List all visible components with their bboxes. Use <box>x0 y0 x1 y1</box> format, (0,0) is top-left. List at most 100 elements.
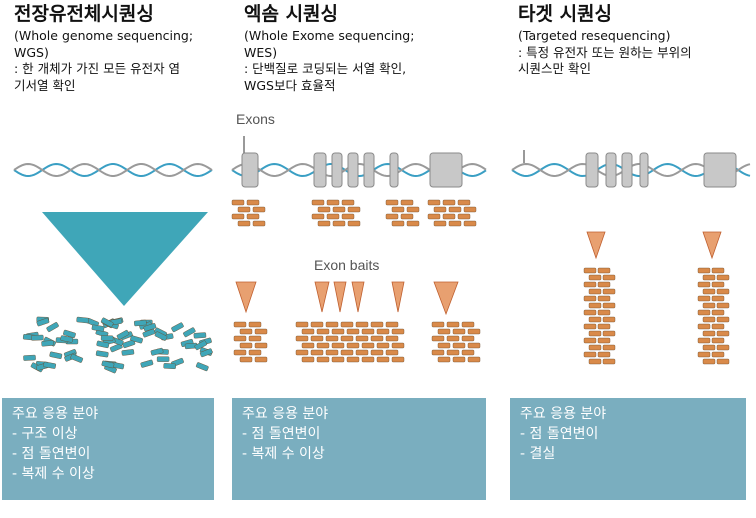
read-fragment <box>698 310 710 315</box>
read-fragment <box>717 359 729 364</box>
applications-box-wgs: 주요 응용 분야 - 구조 이상 - 점 돌연변이 - 복제 수 이상 <box>2 398 214 500</box>
read-fragment <box>362 343 374 348</box>
read-fragment <box>157 357 169 362</box>
bait-triangle <box>587 232 605 258</box>
read-fragment <box>347 329 359 334</box>
applications-heading: 주요 응용 분야 <box>520 404 736 424</box>
read-fragment <box>362 329 374 334</box>
read-fragment <box>712 338 724 343</box>
wgs-funnel-triangle <box>42 212 208 306</box>
read-fragment <box>356 322 368 327</box>
read-fragment <box>377 329 389 334</box>
read-fragment <box>712 310 724 315</box>
exon-block <box>640 153 648 187</box>
read-fragment <box>362 357 374 362</box>
read-fragment <box>449 207 461 212</box>
read-fragment <box>249 350 261 355</box>
application-item: - 복제 수 이상 <box>242 444 476 464</box>
bait-triangle <box>703 232 721 258</box>
read-fragment <box>392 329 404 334</box>
read-fragment <box>41 340 53 346</box>
read-fragment <box>598 310 610 315</box>
exon-block <box>348 153 358 187</box>
application-item: - 점 돌연변이 <box>242 424 476 444</box>
read-fragment <box>377 343 389 348</box>
read-fragment <box>342 200 354 205</box>
read-fragment <box>453 343 465 348</box>
read-fragment <box>341 350 353 355</box>
read-fragment <box>302 357 314 362</box>
read-fragment <box>401 214 413 219</box>
read-fragment <box>348 207 360 212</box>
read-fragment <box>140 360 153 368</box>
read-fragment <box>589 317 601 322</box>
read-fragment <box>603 345 615 350</box>
read-fragment <box>296 350 308 355</box>
read-fragment <box>371 350 383 355</box>
read-fragment <box>458 214 470 219</box>
read-fragment <box>392 357 404 362</box>
read-fragment <box>240 329 252 334</box>
read-fragment <box>447 350 459 355</box>
read-fragment <box>255 357 267 362</box>
exon-block <box>314 153 326 187</box>
read-fragment <box>703 345 715 350</box>
exon-block <box>332 153 342 187</box>
read-fragment <box>341 336 353 341</box>
read-fragment <box>438 357 450 362</box>
read-fragment <box>432 336 444 341</box>
read-fragment <box>386 200 398 205</box>
read-fragment <box>589 331 601 336</box>
read-fragment <box>584 282 596 287</box>
read-fragment <box>317 343 329 348</box>
read-fragment <box>447 322 459 327</box>
read-fragment <box>464 221 476 226</box>
read-fragment <box>703 289 715 294</box>
read-fragment <box>31 335 43 340</box>
read-fragment <box>171 322 184 332</box>
read-fragment <box>468 329 480 334</box>
read-fragment <box>432 350 444 355</box>
read-fragment <box>371 322 383 327</box>
read-fragment <box>326 350 338 355</box>
bait-triangle <box>334 282 346 312</box>
read-fragment <box>401 200 413 205</box>
application-item: - 복제 수 이상 <box>12 464 204 484</box>
read-fragment <box>356 336 368 341</box>
applications-heading: 주요 응용 분야 <box>12 404 204 424</box>
read-fragment <box>96 351 109 358</box>
read-fragment <box>240 343 252 348</box>
read-fragment <box>703 317 715 322</box>
read-fragment <box>151 348 164 356</box>
read-fragment <box>603 275 615 280</box>
read-fragment <box>712 324 724 329</box>
read-fragment <box>468 357 480 362</box>
read-fragment <box>312 200 324 205</box>
exon-baits-label: Exon baits <box>314 257 379 273</box>
read-fragment <box>462 336 474 341</box>
read-fragment <box>302 343 314 348</box>
read-fragment <box>232 200 244 205</box>
bait-triangle <box>352 282 364 312</box>
read-fragment <box>453 329 465 334</box>
read-fragment <box>428 200 440 205</box>
read-fragment <box>386 336 398 341</box>
read-fragment <box>326 336 338 341</box>
read-fragment <box>598 338 610 343</box>
read-fragment <box>70 354 83 363</box>
read-fragment <box>341 322 353 327</box>
read-fragment <box>598 268 610 273</box>
read-fragment <box>603 303 615 308</box>
read-fragment <box>332 357 344 362</box>
read-fragment <box>589 289 601 294</box>
read-fragment <box>386 322 398 327</box>
exon-block <box>364 153 374 187</box>
read-fragment <box>584 268 596 273</box>
read-fragment <box>703 359 715 364</box>
read-fragment <box>348 221 360 226</box>
read-fragment <box>598 324 610 329</box>
read-fragment <box>449 221 461 226</box>
read-fragment <box>342 214 354 219</box>
exon-block <box>390 153 398 187</box>
read-fragment <box>453 357 465 362</box>
